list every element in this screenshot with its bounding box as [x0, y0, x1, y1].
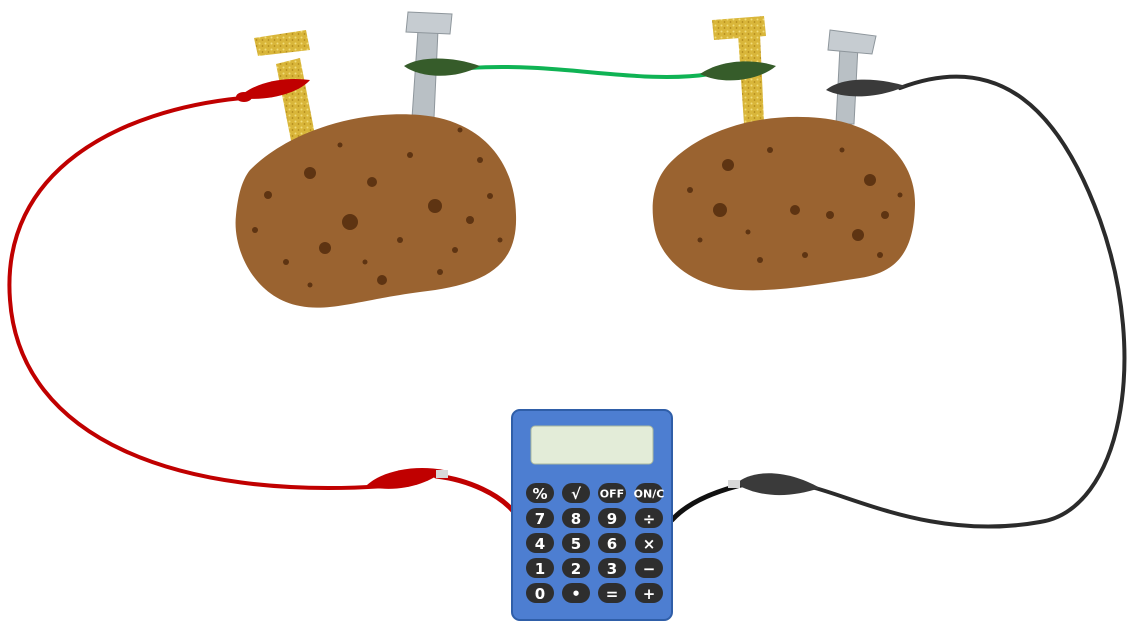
calc-key-0-3[interactable]: ON/C [634, 483, 665, 503]
calc-key-1-0[interactable]: 7 [526, 508, 554, 528]
calc-key-label: − [643, 560, 656, 578]
potato-left [235, 114, 517, 308]
red-wire [7, 96, 387, 490]
green-clip-left [404, 58, 480, 76]
potato-right [652, 116, 916, 291]
red-clip-bottom [366, 467, 448, 489]
calc-key-3-3[interactable]: − [635, 558, 663, 578]
black-clip-top [826, 79, 906, 97]
calc-key-0-2[interactable]: OFF [598, 483, 626, 503]
calc-key-label: 0 [535, 585, 545, 603]
calc-key-label: ÷ [643, 510, 656, 528]
green-wire [468, 64, 712, 80]
calc-key-4-3[interactable]: + [635, 583, 663, 603]
calc-key-1-3[interactable]: ÷ [635, 508, 663, 528]
black-wire-stub [669, 481, 748, 523]
calc-key-label: 5 [571, 535, 581, 553]
calc-key-label: 3 [607, 560, 617, 578]
calc-key-3-2[interactable]: 3 [598, 558, 626, 578]
calc-key-0-0[interactable]: % [526, 483, 554, 503]
copper-nail-right [712, 16, 766, 124]
black-clip-bottom [728, 473, 820, 496]
calc-key-label: 8 [571, 510, 581, 528]
calc-key-0-1[interactable]: √ [562, 483, 590, 503]
calc-key-label: 4 [535, 535, 545, 553]
calc-key-label: 1 [535, 560, 545, 578]
calc-key-3-0[interactable]: 1 [526, 558, 554, 578]
calc-key-label: √ [571, 485, 582, 503]
calc-key-label: • [571, 585, 581, 603]
calc-key-2-0[interactable]: 4 [526, 533, 554, 553]
calc-key-4-0[interactable]: 0 [526, 583, 554, 603]
red-wire-stub [433, 473, 517, 515]
calc-key-1-1[interactable]: 8 [562, 508, 590, 528]
red-clip-top [236, 78, 310, 102]
zinc-nail-right [827, 29, 877, 125]
calc-key-3-1[interactable]: 2 [562, 558, 590, 578]
calc-key-2-3[interactable]: × [635, 533, 663, 553]
calc-key-2-1[interactable]: 5 [562, 533, 590, 553]
calculator-keypad: % √ OFF ON/C 7 8 9 ÷ 4 5 6 × 1 2 3 − 0 • = + [526, 483, 664, 603]
calc-key-label: + [643, 585, 656, 603]
calc-key-label: OFF [600, 488, 624, 501]
calc-key-label: ON/C [634, 488, 665, 501]
calculator: % √ OFF ON/C 7 8 9 ÷ 4 5 6 × 1 2 3 − 0 • = + [511, 409, 673, 621]
calc-key-label: = [606, 585, 619, 603]
calculator-screen [530, 425, 654, 465]
black-wire [813, 74, 1127, 529]
calc-key-4-1[interactable]: • [562, 583, 590, 603]
calc-key-1-2[interactable]: 9 [598, 508, 626, 528]
calc-key-label: 9 [607, 510, 617, 528]
calc-key-4-2[interactable]: = [598, 583, 626, 603]
calc-key-label: × [643, 535, 656, 553]
calc-key-label: 2 [571, 560, 581, 578]
calc-key-label: 7 [535, 510, 545, 528]
calc-key-2-2[interactable]: 6 [598, 533, 626, 553]
green-clip-right [700, 61, 776, 81]
calc-key-label: 6 [607, 535, 617, 553]
calc-key-label: % [532, 485, 547, 503]
